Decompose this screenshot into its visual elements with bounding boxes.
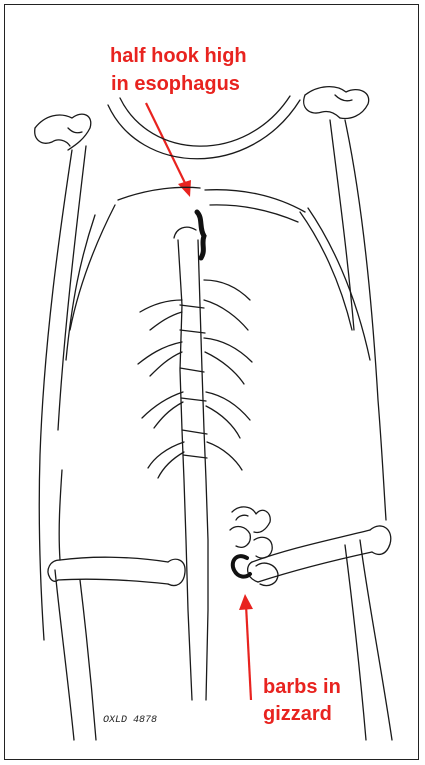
artist-signature: OXLD 4878	[103, 715, 157, 726]
right-leg-bone	[248, 526, 391, 582]
gizzard-barbs	[230, 507, 278, 586]
ribs-right	[204, 280, 252, 470]
lower-body	[55, 470, 392, 740]
clavicles	[118, 187, 305, 222]
label-esophagus-line2: in esophagus	[111, 73, 240, 95]
label-esophagus-line1: half hook high	[110, 45, 247, 67]
arrow-to-gizzard	[239, 594, 253, 700]
right-shoulder	[304, 87, 369, 119]
ribs-left	[138, 300, 184, 478]
label-gizzard-line2: gizzard	[263, 703, 332, 725]
label-gizzard-line1: barbs in	[263, 676, 341, 698]
furcula	[108, 96, 300, 159]
left-leg-bone	[48, 557, 185, 585]
spine	[174, 227, 208, 700]
body-contours	[39, 120, 386, 640]
left-shoulder	[35, 114, 91, 150]
